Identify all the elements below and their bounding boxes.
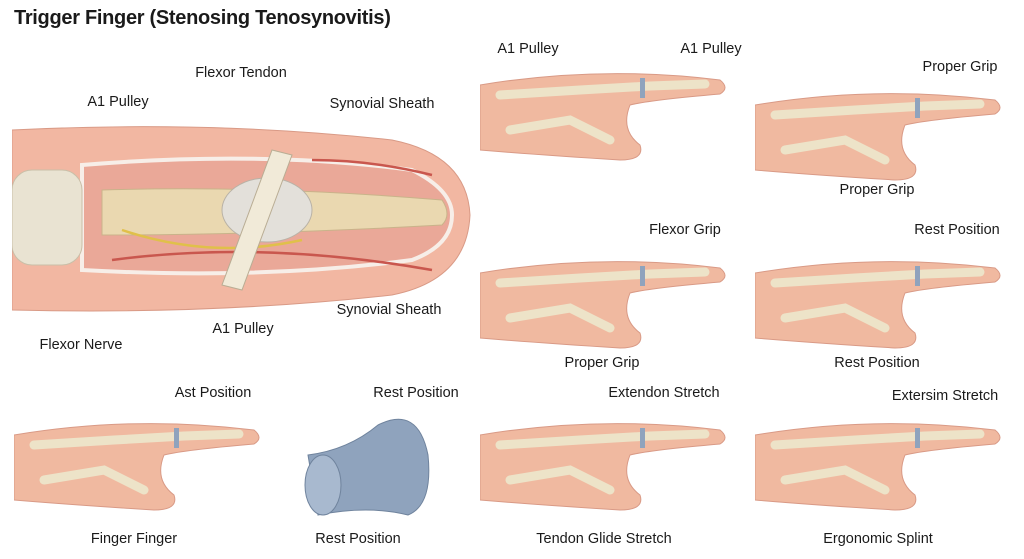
hand-grip-illustration (480, 60, 730, 170)
page-title: Trigger Finger (Stenosing Tenosynovitis) (14, 7, 391, 29)
label-a1-pulley-bottom: A1 Pulley (212, 321, 274, 337)
label-a1-pulley-top: A1 Pulley (87, 94, 149, 110)
panel-6-caption: Rest Position (315, 531, 401, 547)
label-synovial-sheath-top: Synovial Sheath (329, 96, 435, 112)
panel-6-label: Rest Position (373, 385, 459, 401)
panel-7-label: Extendon Stretch (608, 385, 720, 401)
panel-8-label: Extersim Stretch (891, 388, 999, 404)
panel-3-caption: Proper Grip (564, 355, 640, 371)
panel-2-label: Proper Grip (922, 59, 998, 75)
hand-flexor-grip-illustration (480, 248, 730, 358)
hand-proper-grip-illustration (755, 80, 1005, 190)
panel-3-label: Flexor Grip (649, 222, 721, 238)
panel-7-caption: Tendon Glide Stretch (536, 531, 672, 547)
label-synovial-sheath-bottom: Synovial Sheath (336, 302, 442, 318)
panel-4-caption: Rest Position (834, 355, 920, 371)
panel-1-label-a1-pulley-left: A1 Pulley (497, 41, 559, 57)
label-flexor-nerve: Flexor Nerve (39, 337, 123, 353)
panel-2-caption: Proper Grip (839, 182, 915, 198)
panel-4-label: Rest Position (914, 222, 1000, 238)
hand-splint-illustration (14, 410, 264, 520)
splint-device-illustration (298, 405, 438, 525)
hand-ergonomic-splint-illustration (755, 410, 1005, 520)
panel-8-caption: Ergonomic Splint (823, 531, 933, 547)
finger-anatomy-illustration (12, 110, 472, 325)
hand-rest-position-illustration (755, 248, 1005, 358)
panel-1-label-a1-pulley-right: A1 Pulley (680, 41, 742, 57)
hand-tendon-glide-illustration (480, 410, 730, 520)
panel-5-label: Ast Position (174, 385, 252, 401)
panel-5-caption: Finger Finger (90, 531, 178, 547)
label-flexor-tendon: Flexor Tendon (195, 65, 287, 81)
